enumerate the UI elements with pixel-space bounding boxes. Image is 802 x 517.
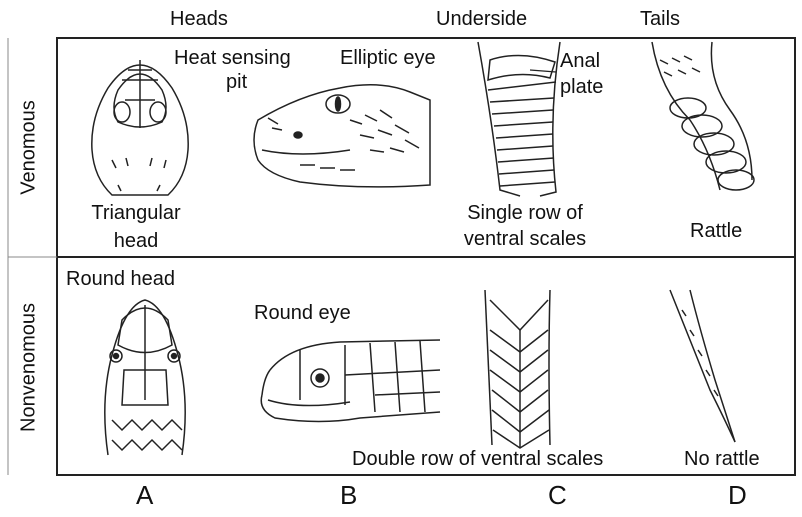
double-row-scales-label: Double row of ventral scales xyxy=(352,448,603,470)
no-rattle-tail-illustration xyxy=(670,290,735,442)
heat-sensing-pit-label-line1: Heat sensing xyxy=(174,47,291,69)
pit-viper-head-illustration xyxy=(254,85,430,187)
round-eye-label: Round eye xyxy=(254,302,351,324)
no-rattle-label: No rattle xyxy=(684,448,760,470)
rattle-label: Rattle xyxy=(690,220,742,242)
single-row-ventral-scales-illustration xyxy=(478,42,560,196)
anal-plate-label-line2: plate xyxy=(560,76,603,98)
single-row-scales-label-line1: Single row of xyxy=(440,202,610,224)
column-header-tails: Tails xyxy=(640,8,680,30)
single-row-scales-label-line2: ventral scales xyxy=(440,228,610,250)
row-label-venomous: Venomous xyxy=(18,93,41,203)
triangular-head-label: Triangular head xyxy=(66,202,206,252)
double-row-ventral-scales-illustration xyxy=(485,290,550,448)
column-letter-c: C xyxy=(548,480,567,511)
column-letter-d: D xyxy=(728,480,747,511)
anal-plate-label: Anal plate xyxy=(560,50,603,98)
round-head-illustration xyxy=(105,300,185,455)
single-row-scales-label: Single row of ventral scales xyxy=(440,202,610,250)
triangular-head-label-line2: head xyxy=(66,230,206,252)
column-header-underside: Underside xyxy=(436,8,527,30)
heat-sensing-pit-label-line2: pit xyxy=(226,71,291,93)
anal-plate-label-line1: Anal xyxy=(560,50,603,72)
round-head-label: Round head xyxy=(66,268,175,290)
rattle-tail-illustration xyxy=(652,42,754,190)
round-eye-head-illustration xyxy=(261,340,440,422)
column-letter-b: B xyxy=(340,480,357,511)
elliptic-eye-label: Elliptic eye xyxy=(340,47,436,69)
row-label-nonvenomous: Nonvenomous xyxy=(18,301,41,435)
heat-sensing-pit-label: Heat sensing pit xyxy=(174,47,291,93)
column-letter-a: A xyxy=(136,480,153,511)
triangular-head-label-line1: Triangular xyxy=(66,202,206,224)
column-header-heads: Heads xyxy=(170,8,228,30)
